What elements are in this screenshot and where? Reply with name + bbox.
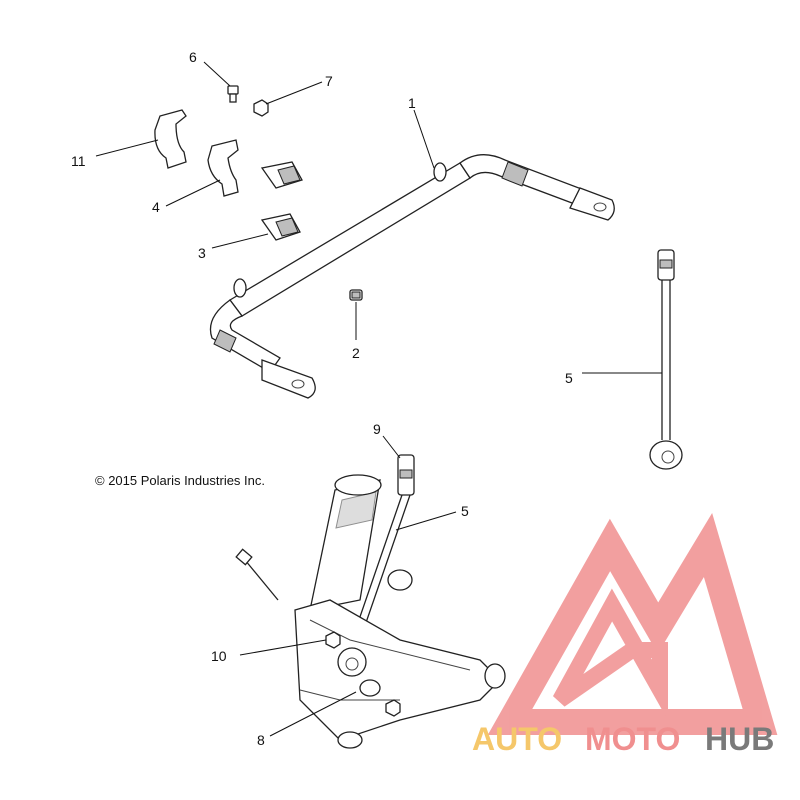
grease-fitting [349,289,363,301]
watermark-moto: MOTO [585,721,680,757]
clamp-bracket [207,139,239,197]
bar-bushing-lower [260,213,301,241]
callout-7: 7 [325,73,333,89]
watermark-hub: HUB [705,721,774,757]
callout-1: 1 [408,95,416,111]
callout-2: 2 [352,345,360,361]
callouts: 1 2 3 4 5 5 6 7 8 9 10 11 [71,49,573,748]
watermark-text: AUTO MOTO HUB [472,721,774,757]
copyright-text: © 2015 Polaris Industries Inc. [95,473,265,488]
stabilizer-bar [209,154,615,399]
callout-6: 6 [189,49,197,65]
callout-10: 10 [211,648,227,664]
washer [359,679,401,717]
callout-8: 8 [257,732,265,748]
bolt-long [235,548,279,601]
clamp-bracket-outer [154,109,187,169]
stabilizer-link-right [649,249,683,470]
callout-4: 4 [152,199,160,215]
shock-absorber [309,474,382,611]
bolt-small [227,85,239,103]
callout-5-right: 5 [565,370,573,386]
link-end-bushing [325,631,367,677]
nut-small [253,99,269,117]
callout-9: 9 [373,421,381,437]
callout-5-lower: 5 [461,503,469,519]
watermark-logo [487,512,778,735]
stabilizer-link-lower [351,454,415,641]
callout-11: 11 [71,153,86,169]
bar-bushing-upper [260,161,303,189]
callout-3: 3 [198,245,206,261]
leader-lines [95,61,662,737]
watermark-auto: AUTO [472,721,562,757]
control-arm [294,569,506,749]
